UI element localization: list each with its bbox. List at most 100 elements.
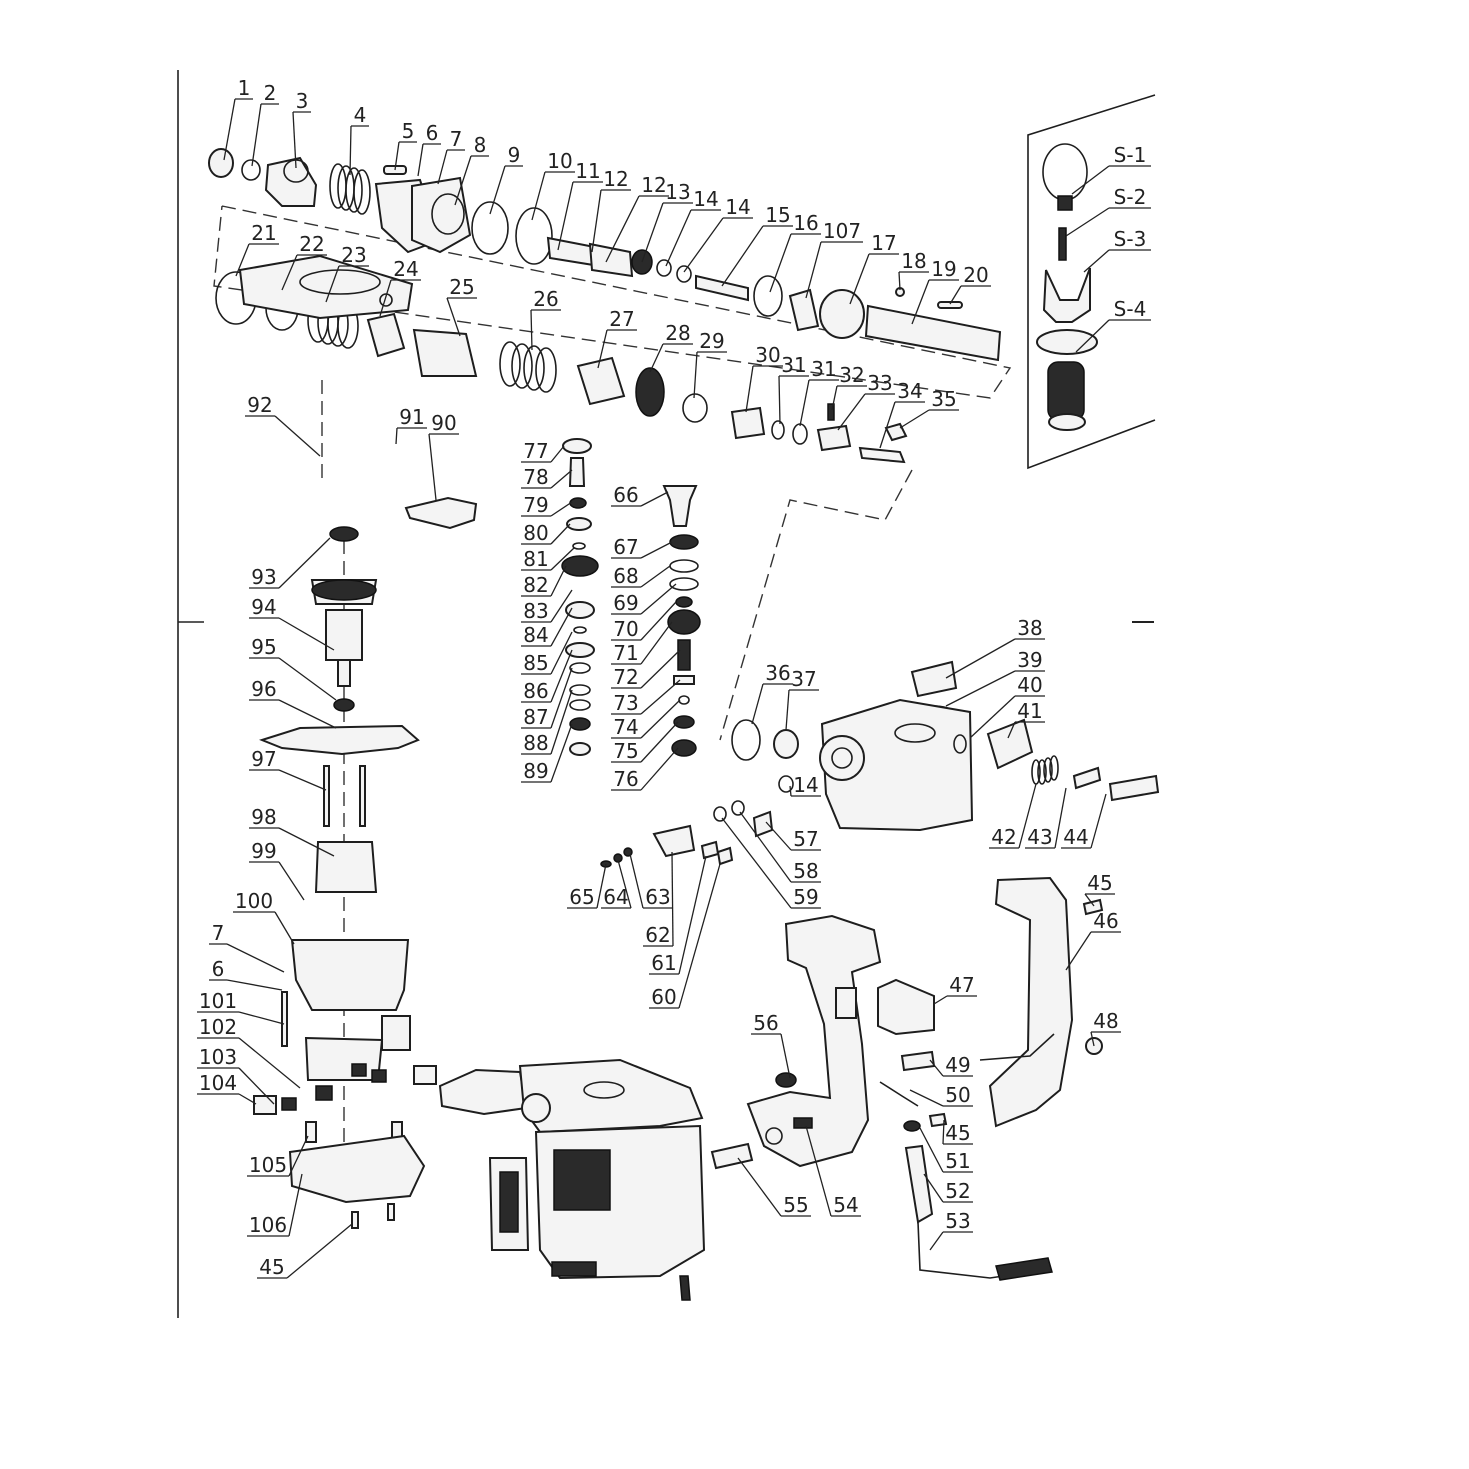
leader-line [641, 202, 664, 263]
part-label-82: 82 [523, 573, 548, 597]
part-label-S-2: S-2 [1114, 185, 1147, 209]
leader-line [325, 265, 340, 303]
part-label-59: 59 [793, 885, 818, 909]
leader-line [238, 1011, 285, 1025]
part-label-32: 32 [839, 363, 864, 387]
leader-line [1054, 787, 1067, 849]
part-label-64: 64 [603, 885, 628, 909]
leader-line [278, 769, 327, 791]
leader-line [911, 279, 930, 325]
leader-line [805, 1125, 832, 1217]
part-label-75: 75 [613, 739, 638, 763]
part-label-100: 100 [235, 889, 273, 913]
leader-line [640, 601, 677, 641]
leader-line [278, 699, 337, 729]
leader-line [395, 427, 398, 445]
leader-line [1065, 207, 1110, 237]
leader-line [530, 309, 533, 351]
leader-line [489, 165, 506, 215]
part-label-103: 103 [199, 1045, 237, 1069]
part-label-12: 12 [641, 173, 666, 197]
gear-housing-parts [600, 660, 1160, 868]
leader-line [550, 607, 573, 647]
part-label-31: 31 [781, 353, 806, 377]
leader-line [417, 143, 424, 177]
leader-line [591, 189, 602, 253]
part-label-35: 35 [931, 387, 956, 411]
part-label-31: 31 [811, 357, 836, 381]
part-label-8: 8 [474, 133, 487, 157]
part-label-102: 102 [199, 1015, 237, 1039]
part-label-45: 45 [259, 1255, 284, 1279]
leader-line [281, 254, 298, 291]
part-label-15: 15 [765, 203, 790, 227]
part-label-87: 87 [523, 705, 548, 729]
part-label-94: 94 [251, 595, 276, 619]
leader-line [550, 723, 573, 783]
part-label-54: 54 [833, 1193, 858, 1217]
part-label-3: 3 [296, 89, 309, 113]
part-label-81: 81 [523, 547, 548, 571]
part-label-S-4: S-4 [1114, 297, 1147, 321]
part-label-26: 26 [533, 287, 558, 311]
part-label-63: 63 [645, 885, 670, 909]
part-label-48: 48 [1093, 1009, 1118, 1033]
leader-line [780, 1033, 791, 1079]
leader-line [640, 747, 679, 791]
part-label-83: 83 [523, 599, 548, 623]
part-label-17: 17 [871, 231, 896, 255]
part-label-14: 14 [793, 773, 818, 797]
part-label-11: 11 [575, 159, 600, 183]
part-label-6: 6 [426, 121, 439, 145]
leader-line [909, 1089, 944, 1107]
leader-line [550, 589, 573, 623]
part-label-40: 40 [1017, 673, 1042, 697]
leader-line [288, 1173, 303, 1237]
leader-line [745, 365, 754, 413]
part-label-80: 80 [523, 521, 548, 545]
leader-line [837, 393, 866, 431]
part-label-56: 56 [753, 1011, 778, 1035]
leader-line [550, 649, 573, 703]
leader-line [765, 821, 792, 851]
assembled-tool [438, 1058, 706, 1301]
leader-line [933, 995, 948, 1005]
part-label-14: 14 [725, 195, 750, 219]
leader-line [617, 859, 632, 909]
leader-line [640, 565, 671, 588]
leader-line [550, 523, 571, 545]
leader-line [274, 415, 321, 457]
leader-line [1018, 783, 1037, 849]
leader-line [349, 125, 352, 176]
leader-line [288, 1135, 309, 1177]
part-label-69: 69 [613, 591, 638, 615]
part-label-101: 101 [199, 989, 237, 1013]
part-label-45: 45 [945, 1121, 970, 1145]
part-label-4: 4 [354, 103, 367, 127]
part-label-44: 44 [1063, 825, 1088, 849]
part-label-7: 7 [212, 921, 225, 945]
part-label-47: 47 [949, 973, 974, 997]
leader-line [550, 631, 573, 675]
part-label-13: 13 [665, 180, 690, 204]
leader-line [649, 343, 664, 373]
part-label-106: 106 [249, 1213, 287, 1237]
leader-line [274, 911, 295, 945]
leader-line [929, 1059, 944, 1077]
part-label-46: 46 [1093, 909, 1118, 933]
part-label-30: 30 [755, 343, 780, 367]
part-label-68: 68 [613, 564, 638, 588]
part-label-73: 73 [613, 691, 638, 715]
upper-parts [208, 148, 1002, 362]
leader-line [949, 285, 962, 305]
axis-lower [719, 469, 913, 741]
leader-line [238, 1093, 257, 1105]
part-label-37: 37 [791, 667, 816, 691]
leader-line [678, 855, 707, 975]
leader-line [969, 695, 1016, 739]
leader-line [292, 111, 297, 169]
part-label-76: 76 [613, 767, 638, 791]
part-label-98: 98 [251, 805, 276, 829]
part-label-84: 84 [523, 623, 548, 647]
leader-line [737, 1157, 782, 1217]
